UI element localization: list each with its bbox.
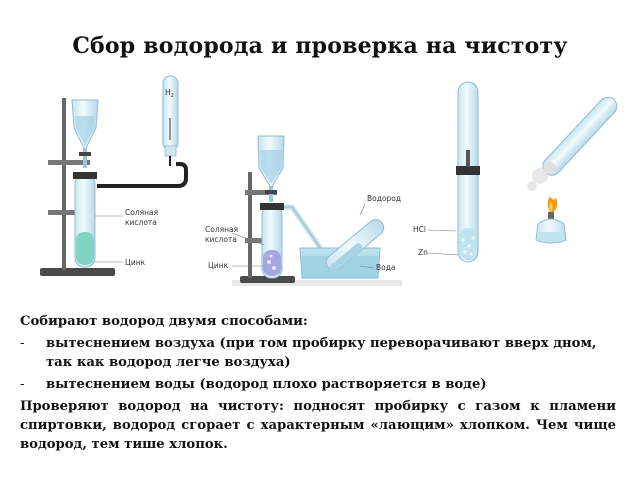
flame-icon: [547, 196, 558, 214]
apparatus-test-tube: HCl Zn: [413, 81, 480, 263]
illustration: H2 Соляная кислота Цинк: [40, 75, 618, 286]
label-hydrogen: Водород: [367, 194, 401, 203]
label-hcl: HCl: [413, 225, 426, 234]
list-item: -вытеснением воздуха (при том пробирку п…: [20, 336, 597, 370]
stand-base-2: [232, 280, 402, 286]
stand-clamp: [48, 210, 88, 215]
label-acid-2: кислота: [125, 218, 157, 227]
label-acid-1: Соляная: [125, 208, 158, 217]
label-zn: Zn: [418, 248, 428, 257]
label-acid-4: кислота: [205, 235, 237, 244]
stand-rod: [62, 98, 66, 270]
description: Собирают водород двумя способами: -вытес…: [20, 312, 616, 454]
intro-text: Собирают водород двумя способами:: [20, 314, 308, 329]
purity-check-text: Проверяют водород на чистоту: подносят п…: [20, 399, 616, 452]
gas-puff: [532, 168, 548, 184]
gas-delivery-tube: [97, 162, 188, 188]
page-title: Сбор водорода и проверка на чистоту: [72, 33, 568, 59]
label-zinc-1: Цинк: [125, 258, 146, 267]
label-zinc-2: Цинк: [208, 261, 229, 270]
label-h2: H2: [165, 88, 174, 99]
stand-base: [40, 268, 115, 276]
methods-list: -вытеснением воздуха (при том пробирку п…: [20, 334, 616, 394]
apparatus-air-displacement: H2 Соляная кислота Цинк: [40, 75, 188, 276]
apparatus-water-displacement: Соляная кислота Цинк Водород Вода: [205, 135, 402, 286]
list-item: -вытеснением воды (водород плохо раствор…: [20, 377, 487, 392]
label-water: Вода: [376, 263, 396, 272]
apparatus-purity-test: [527, 96, 618, 244]
label-acid-3: Соляная: [205, 225, 238, 234]
